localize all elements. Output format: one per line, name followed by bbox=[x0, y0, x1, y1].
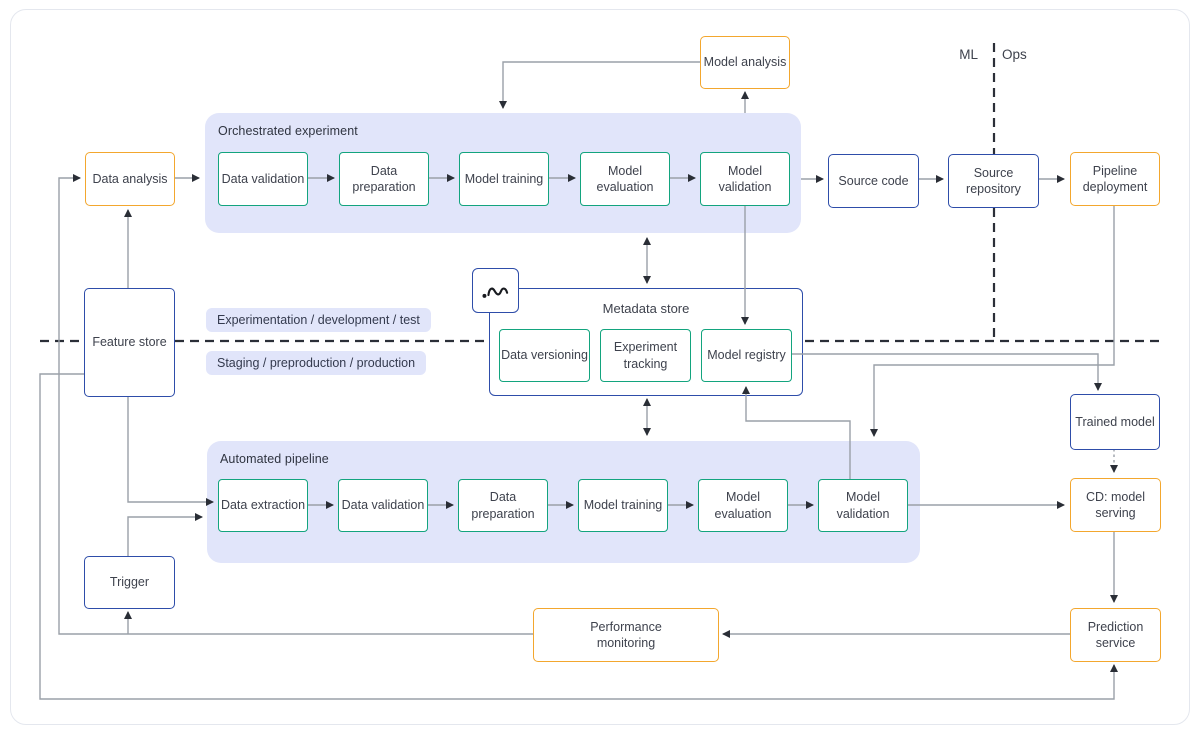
automated-pipeline-label: Automated pipeline bbox=[220, 452, 329, 466]
signal-wave-icon bbox=[481, 287, 508, 298]
node-data-analysis: Data analysis bbox=[85, 152, 175, 206]
metadata-store-icon-box bbox=[472, 268, 519, 313]
canvas-border bbox=[10, 9, 1190, 725]
automated-pipeline-container: Automated pipeline bbox=[207, 441, 920, 563]
node-trigger: Trigger bbox=[84, 556, 175, 609]
node-pipeline-deployment: Pipeline deployment bbox=[1070, 152, 1160, 206]
node-model-analysis: Model analysis bbox=[700, 36, 790, 89]
zone-staging-label: Staging / preproduction / production bbox=[206, 351, 427, 375]
ops-label: Ops bbox=[1002, 47, 1027, 62]
node-auto-model-evaluation: Model evaluation bbox=[698, 479, 788, 532]
ml-label: ML bbox=[959, 47, 978, 62]
node-cd-model-serving: CD: model serving bbox=[1070, 478, 1161, 532]
node-source-code: Source code bbox=[828, 154, 919, 208]
node-orch-data-preparation: Data preparation bbox=[339, 152, 429, 206]
node-auto-data-extraction: Data extraction bbox=[218, 479, 308, 532]
node-auto-data-preparation: Data preparation bbox=[458, 479, 548, 532]
node-trained-model: Trained model bbox=[1070, 394, 1160, 450]
node-auto-model-training: Model training bbox=[578, 479, 668, 532]
node-orch-data-validation: Data validation bbox=[218, 152, 308, 206]
metadata-store-title: Metadata store bbox=[602, 301, 690, 316]
zone-experimentation-label: Experimentation / development / test bbox=[206, 308, 431, 332]
node-feature-store: Feature store bbox=[84, 288, 175, 397]
node-orch-model-validation: Model validation bbox=[700, 152, 790, 206]
node-source-repository: Source repository bbox=[948, 154, 1039, 208]
node-data-versioning: Data versioning bbox=[499, 329, 590, 382]
node-performance-monitoring: Performance monitoring bbox=[533, 608, 719, 662]
node-orch-model-evaluation: Model evaluation bbox=[580, 152, 670, 206]
node-prediction-service: Prediction service bbox=[1070, 608, 1161, 662]
node-experiment-tracking: Experiment tracking bbox=[600, 329, 691, 382]
node-model-registry: Model registry bbox=[701, 329, 792, 382]
orchestrated-experiment-label: Orchestrated experiment bbox=[218, 124, 358, 138]
node-auto-data-validation: Data validation bbox=[338, 479, 428, 532]
node-auto-model-validation: Model validation bbox=[818, 479, 908, 532]
node-orch-model-training: Model training bbox=[459, 152, 549, 206]
